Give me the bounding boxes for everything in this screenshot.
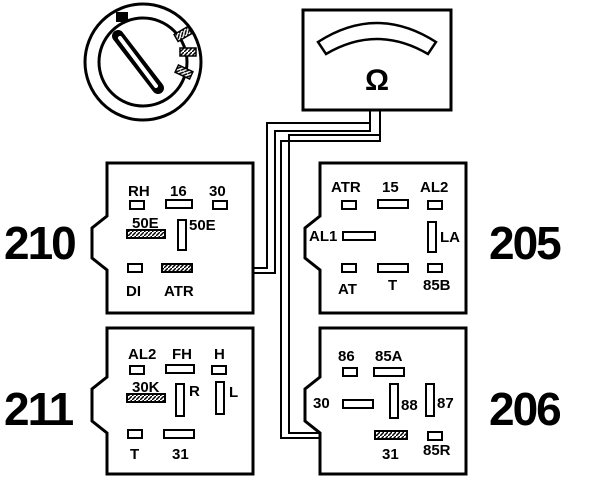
terminal-t [377, 263, 409, 273]
relay-number-206: 206 [489, 383, 560, 435]
terminal-la [427, 221, 437, 253]
terminal-label-50e-a: 50E [132, 215, 159, 232]
relay-211: AL2 FH H 30K R L T 31 [90, 326, 255, 476]
terminal-85r [427, 431, 443, 441]
terminal-label-30k: 30K [132, 379, 160, 396]
terminal-label-85r: 85R [423, 442, 451, 459]
terminal-31 [163, 429, 195, 439]
terminal-r [175, 383, 185, 417]
terminal-label-87: 87 [437, 395, 454, 412]
terminal-al2 [427, 200, 443, 210]
terminal-30 [212, 200, 228, 210]
terminal-30k [126, 393, 166, 403]
terminal-label-di: DI [126, 283, 141, 300]
terminal-15 [377, 199, 409, 209]
terminal-h [211, 365, 227, 375]
ohmmeter: Ω [301, 8, 453, 112]
terminal-30 [342, 399, 374, 409]
terminal-label-88: 88 [401, 397, 418, 414]
terminal-16 [165, 199, 193, 209]
terminal-label-t: T [130, 446, 139, 463]
terminal-label-50e-b: 50E [189, 217, 216, 234]
terminal-l [215, 381, 225, 415]
terminal-label-la: LA [440, 229, 460, 246]
terminal-label-30: 30 [209, 183, 226, 200]
terminal-t [127, 429, 143, 439]
relay-number-210: 210 [4, 217, 75, 269]
terminal-label-l: L [229, 384, 238, 401]
terminal-at [341, 263, 357, 273]
terminal-85a [373, 367, 405, 377]
terminal-86 [342, 367, 358, 377]
terminal-al1 [342, 231, 376, 241]
terminal-label-at: AT [338, 281, 357, 298]
terminal-al2 [129, 365, 145, 375]
terminal-label-31: 31 [382, 446, 399, 463]
relay-210: RH 16 30 50E 50E DI ATR [90, 161, 255, 315]
terminal-label-al2: AL2 [420, 179, 448, 196]
terminal-label-15: 15 [382, 179, 399, 196]
terminal-label-h: H [214, 346, 225, 363]
terminal-fh [165, 364, 195, 374]
ohm-symbol: Ω [365, 64, 389, 97]
relay-number-205: 205 [489, 217, 561, 269]
relay-number-211: 211 [4, 383, 74, 435]
terminal-88 [389, 383, 399, 419]
relay-206: 86 85A 30 88 87 31 85R [303, 326, 468, 476]
ignition-switch-icon [83, 2, 203, 122]
terminal-87 [425, 383, 435, 417]
terminal-atr [341, 200, 357, 210]
terminal-label-fh: FH [172, 346, 192, 363]
terminal-label-16: 16 [170, 183, 187, 200]
terminal-label-t: T [388, 277, 397, 294]
terminal-rh [129, 200, 145, 210]
terminal-label-atr: ATR [331, 179, 361, 196]
terminal-50e-a [126, 229, 166, 239]
terminal-label-86: 86 [338, 348, 355, 365]
terminal-label-al1: AL1 [309, 228, 337, 245]
terminal-label-30: 30 [313, 395, 330, 412]
terminal-31 [374, 430, 408, 440]
terminal-label-85b: 85B [423, 277, 451, 294]
terminal-label-atr: ATR [164, 283, 194, 300]
terminal-di [127, 263, 143, 273]
terminal-85b [427, 263, 443, 273]
terminal-atr [161, 263, 193, 273]
terminal-label-r: R [189, 383, 200, 400]
terminal-label-31: 31 [172, 446, 189, 463]
relay-205: ATR 15 AL2 AL1 LA AT T 85B [303, 161, 468, 315]
terminal-label-85a: 85A [375, 348, 403, 365]
terminal-50e-b [177, 219, 187, 251]
terminal-label-rh: RH [128, 183, 150, 200]
terminal-label-al2: AL2 [128, 346, 156, 363]
